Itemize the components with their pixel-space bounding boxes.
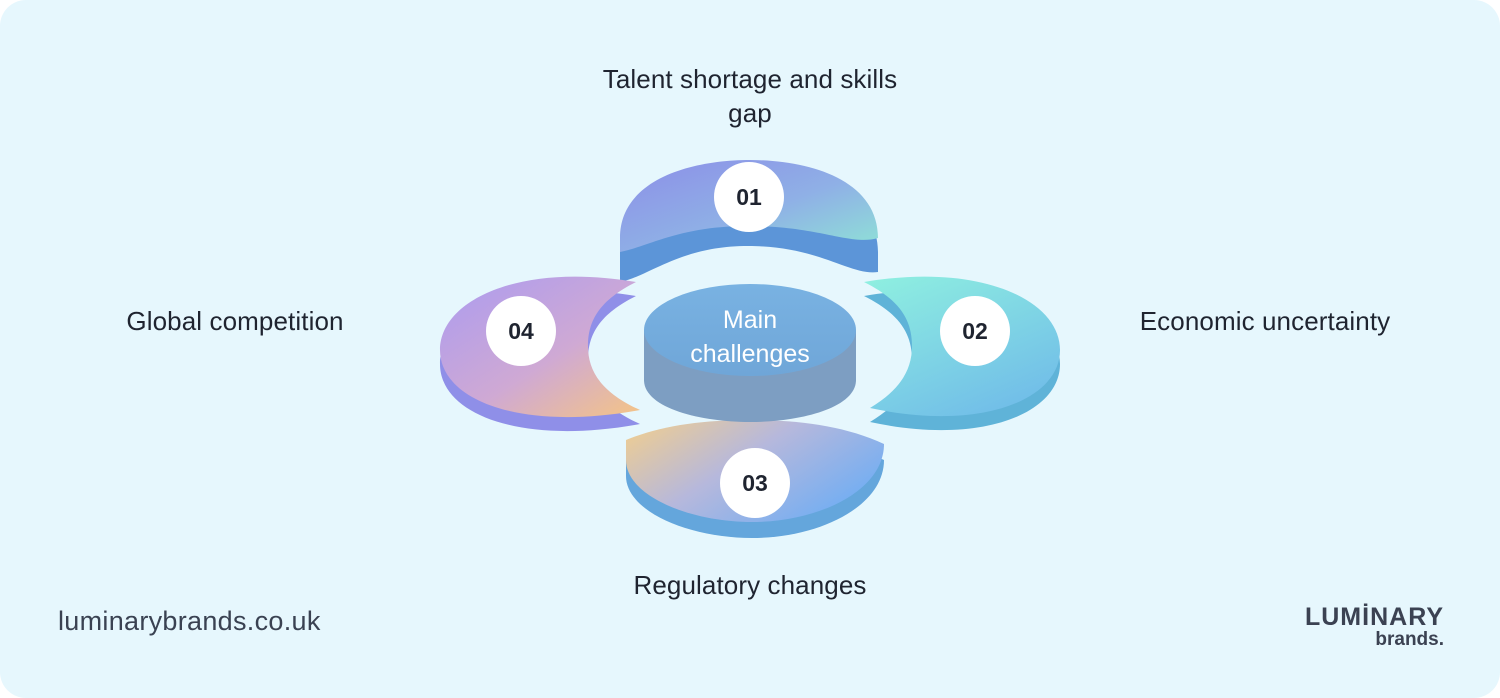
center-label-line1: Main [723,306,777,334]
brand-logo: LUMİNARY brands. [1305,604,1444,650]
label-regulatory-changes: Regulatory changes [633,570,867,600]
badge-03-number: 03 [742,470,768,496]
badge-02: 02 [940,296,1010,366]
badge-02-number: 02 [962,318,988,344]
brand-logo-bottom: brands. [1375,629,1444,650]
center-label-line2: challenges [690,340,810,368]
badge-03: 03 [720,448,790,518]
center-cylinder: Main challenges [644,284,856,422]
badge-01: 01 [714,162,784,232]
badge-04-number: 04 [508,318,534,344]
footer-url: luminarybrands.co.uk [58,606,321,636]
label-global-competition: Global competition [126,306,344,336]
label-economic-uncertainty: Economic uncertainty [1139,306,1391,336]
badge-01-number: 01 [736,184,762,210]
badge-04: 04 [486,296,556,366]
brand-logo-top: LUMİNARY [1304,603,1444,631]
label-talent-shortage: Talent shortage and skills gap [602,64,898,128]
